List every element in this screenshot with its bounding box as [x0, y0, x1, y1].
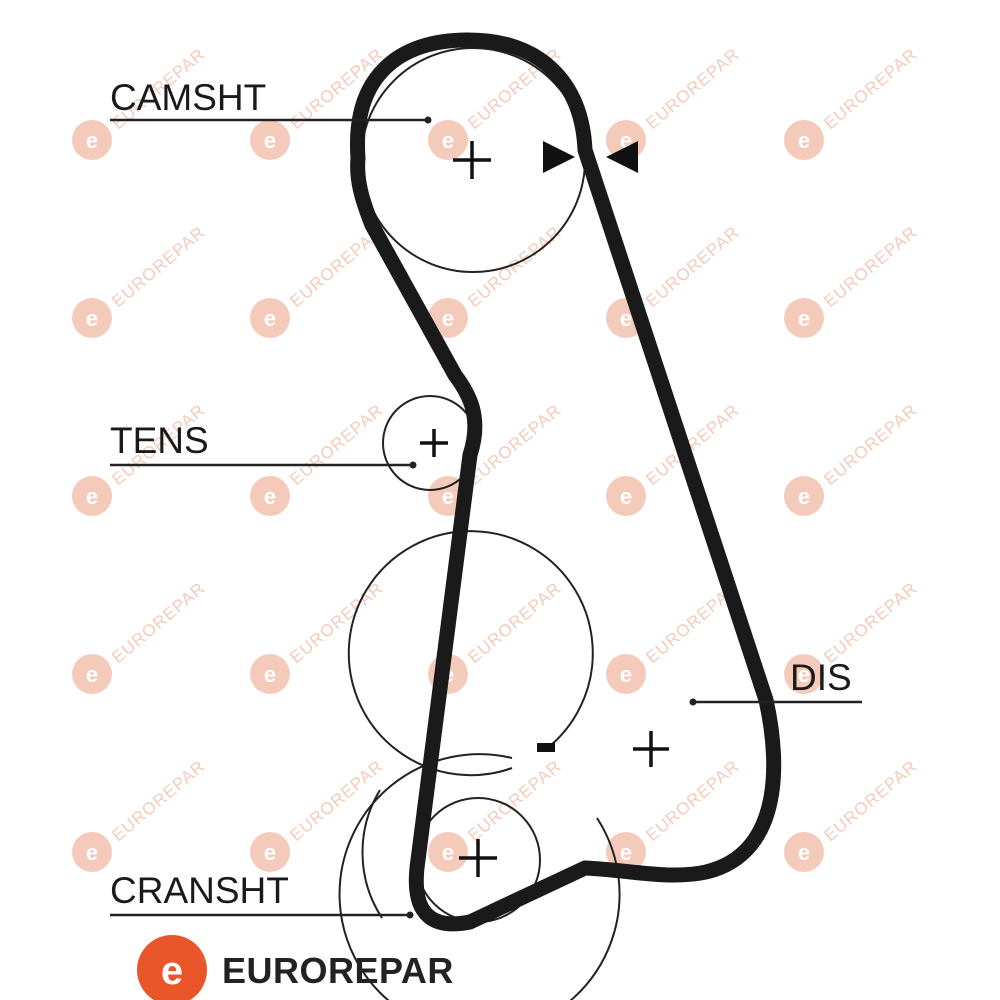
watermark-mark: e EUROREPAR [72, 756, 209, 872]
svg-text:EUROREPAR: EUROREPAR [820, 756, 921, 845]
svg-text:EUROREPAR: EUROREPAR [108, 756, 209, 845]
svg-text:EUROREPAR: EUROREPAR [108, 578, 209, 667]
svg-text:EUROREPAR: EUROREPAR [464, 756, 565, 845]
svg-text:EUROREPAR: EUROREPAR [820, 222, 921, 311]
svg-text:e: e [620, 484, 632, 509]
svg-text:e: e [86, 484, 98, 509]
watermark-mark: e EUROREPAR [784, 44, 921, 160]
watermark-mark: e EUROREPAR [250, 756, 387, 872]
distributor-pulley [347, 530, 594, 777]
svg-text:e: e [798, 128, 810, 153]
brand-logo: e EUROREPAR [137, 935, 454, 1000]
svg-text:EUROREPAR: EUROREPAR [820, 400, 921, 489]
svg-text:EUROREPAR: EUROREPAR [820, 578, 921, 667]
watermark-mark: e EUROREPAR [250, 400, 387, 516]
crankshaft-center-cross-icon [459, 839, 497, 877]
svg-text:EUROREPAR: EUROREPAR [464, 222, 565, 311]
tensioner-center-cross-icon [420, 429, 448, 457]
svg-text:e: e [86, 128, 98, 153]
svg-text:e: e [620, 840, 632, 865]
watermark-mark: e EUROREPAR [784, 222, 921, 338]
svg-text:EUROREPAR: EUROREPAR [108, 222, 209, 311]
svg-text:e: e [86, 840, 98, 865]
svg-text:EUROREPAR: EUROREPAR [286, 578, 387, 667]
svg-text:e: e [442, 484, 454, 509]
svg-text:EUROREPAR: EUROREPAR [464, 578, 565, 667]
svg-text:e: e [442, 840, 454, 865]
watermark-mark: e EUROREPAR [72, 578, 209, 694]
svg-text:e: e [620, 306, 632, 331]
crankshaft-label: CRANSHT [110, 870, 289, 911]
leader-dots [406, 116, 697, 919]
svg-text:e: e [442, 306, 454, 331]
svg-text:e: e [264, 662, 276, 687]
watermark-mark: e EUROREPAR [72, 222, 209, 338]
distributor-timing-mark [537, 743, 555, 752]
svg-text:e: e [264, 840, 276, 865]
pulley-centers [420, 141, 669, 877]
svg-text:e: e [86, 306, 98, 331]
svg-text:e: e [86, 662, 98, 687]
svg-text:e: e [798, 840, 810, 865]
watermark-mark: e EUROREPAR [784, 756, 921, 872]
svg-text:EUROREPAR: EUROREPAR [642, 222, 743, 311]
watermark-mark: e EUROREPAR [250, 578, 387, 694]
svg-text:EUROREPAR: EUROREPAR [642, 44, 743, 133]
timing-mark-right-arrow-icon [543, 141, 575, 173]
camshaft-center-cross-icon [453, 141, 491, 179]
svg-text:EUROREPAR: EUROREPAR [286, 756, 387, 845]
crankshaft-outer-pulley [338, 753, 621, 1000]
svg-text:e: e [798, 662, 810, 687]
svg-text:e: e [620, 662, 632, 687]
tensioner-label: TENS [110, 420, 209, 461]
brand-name: EUROREPAR [222, 950, 454, 991]
watermark-mark: e EUROREPAR [428, 222, 565, 338]
eurorepar-logo-icon [137, 935, 207, 1000]
svg-text:e: e [442, 128, 454, 153]
svg-text:e: e [264, 128, 276, 153]
svg-text:EUROREPAR: EUROREPAR [642, 756, 743, 845]
svg-text:EUROREPAR: EUROREPAR [820, 44, 921, 133]
timing-mark-left-arrow-icon [606, 141, 638, 173]
svg-text:e: e [264, 306, 276, 331]
timing-belt [350, 32, 782, 932]
svg-text:e: e [798, 484, 810, 509]
camshaft-label: CAMSHT [110, 77, 266, 118]
watermark-mark: e EUROREPAR [784, 400, 921, 516]
distributor-label: DIS [790, 657, 852, 698]
svg-text:EUROREPAR: EUROREPAR [286, 400, 387, 489]
svg-text:e: e [798, 306, 810, 331]
crankshaft-flange [361, 789, 383, 919]
svg-text:e: e [264, 484, 276, 509]
distributor-center-cross-icon [633, 731, 669, 767]
leader-lines [110, 118, 862, 917]
logo-letter: e [161, 949, 183, 993]
timing-marks [537, 141, 638, 752]
watermark-mark: e EUROREPAR [606, 756, 743, 872]
